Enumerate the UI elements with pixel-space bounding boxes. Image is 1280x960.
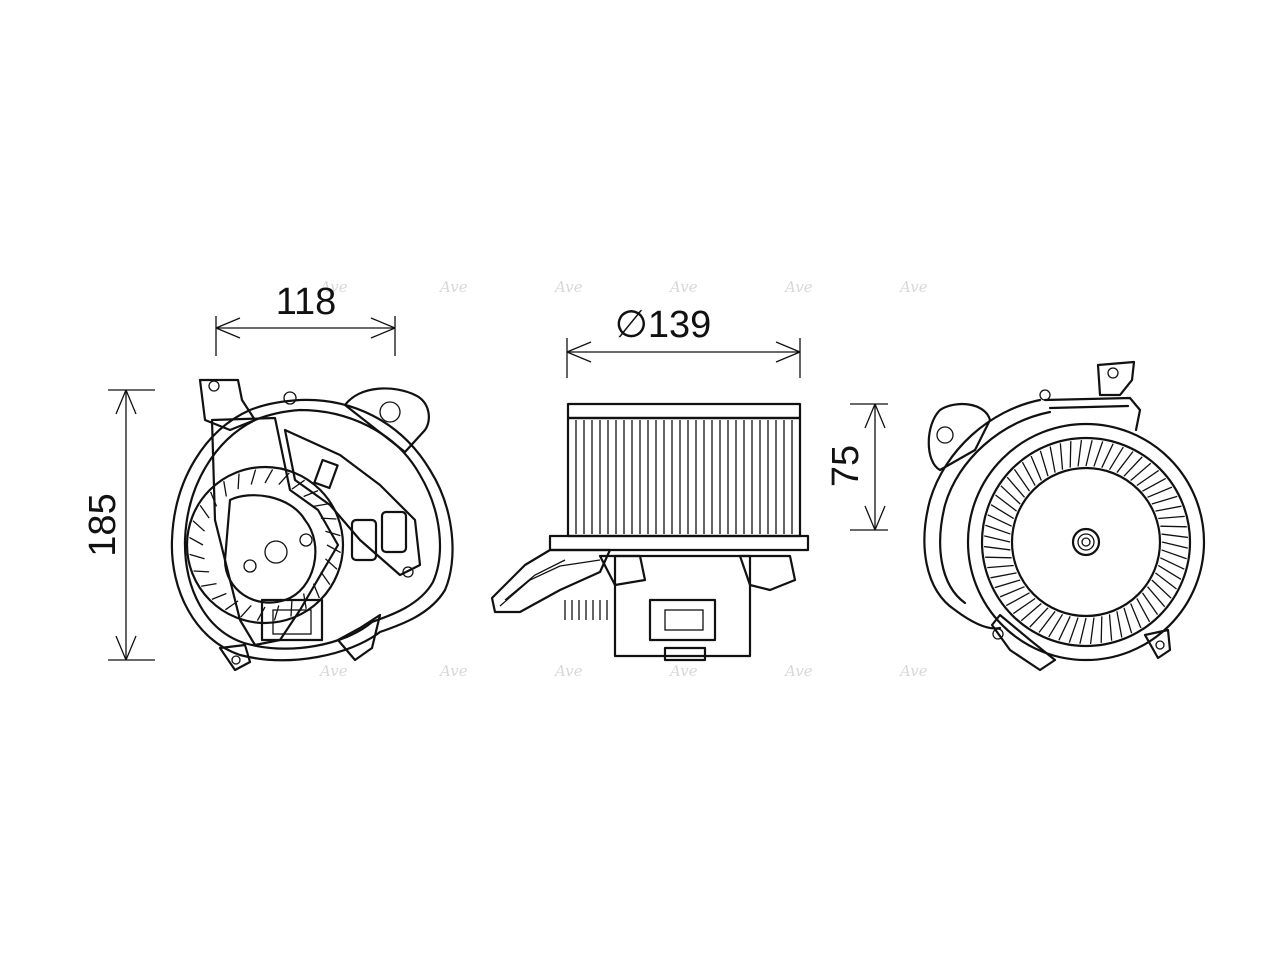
front-view <box>170 378 454 672</box>
svg-text:Ave: Ave <box>553 662 583 680</box>
dimension-width-front: 118 <box>215 281 396 356</box>
svg-text:Ave: Ave <box>553 278 583 296</box>
side-height-label: 75 <box>825 445 867 487</box>
dimension-height-front: 185 <box>82 389 155 661</box>
diameter-label: ∅139 <box>615 304 712 346</box>
watermark: Ave Ave Ave Ave Ave Ave Ave Ave Ave Ave … <box>318 278 928 680</box>
svg-text:Ave: Ave <box>438 662 468 680</box>
svg-text:Ave: Ave <box>783 662 813 680</box>
side-view <box>490 402 810 662</box>
front-fan-blades <box>189 469 341 621</box>
rear-fan-blades <box>984 440 1188 644</box>
svg-text:Ave: Ave <box>783 278 813 296</box>
fan-wheel-slats <box>575 420 793 534</box>
rear-view <box>923 360 1206 672</box>
dimension-height-side: 75 <box>825 403 888 531</box>
svg-text:Ave: Ave <box>668 278 698 296</box>
svg-text:Ave: Ave <box>898 662 928 680</box>
svg-text:Ave: Ave <box>318 278 348 296</box>
svg-text:Ave: Ave <box>668 662 698 680</box>
svg-text:Ave: Ave <box>318 662 348 680</box>
cooling-fins <box>564 600 608 620</box>
width-label: 118 <box>276 281 337 323</box>
svg-text:Ave: Ave <box>898 278 928 296</box>
height-label: 185 <box>82 493 124 556</box>
svg-text:Ave: Ave <box>438 278 468 296</box>
dimension-diameter: ∅139 <box>566 304 801 378</box>
